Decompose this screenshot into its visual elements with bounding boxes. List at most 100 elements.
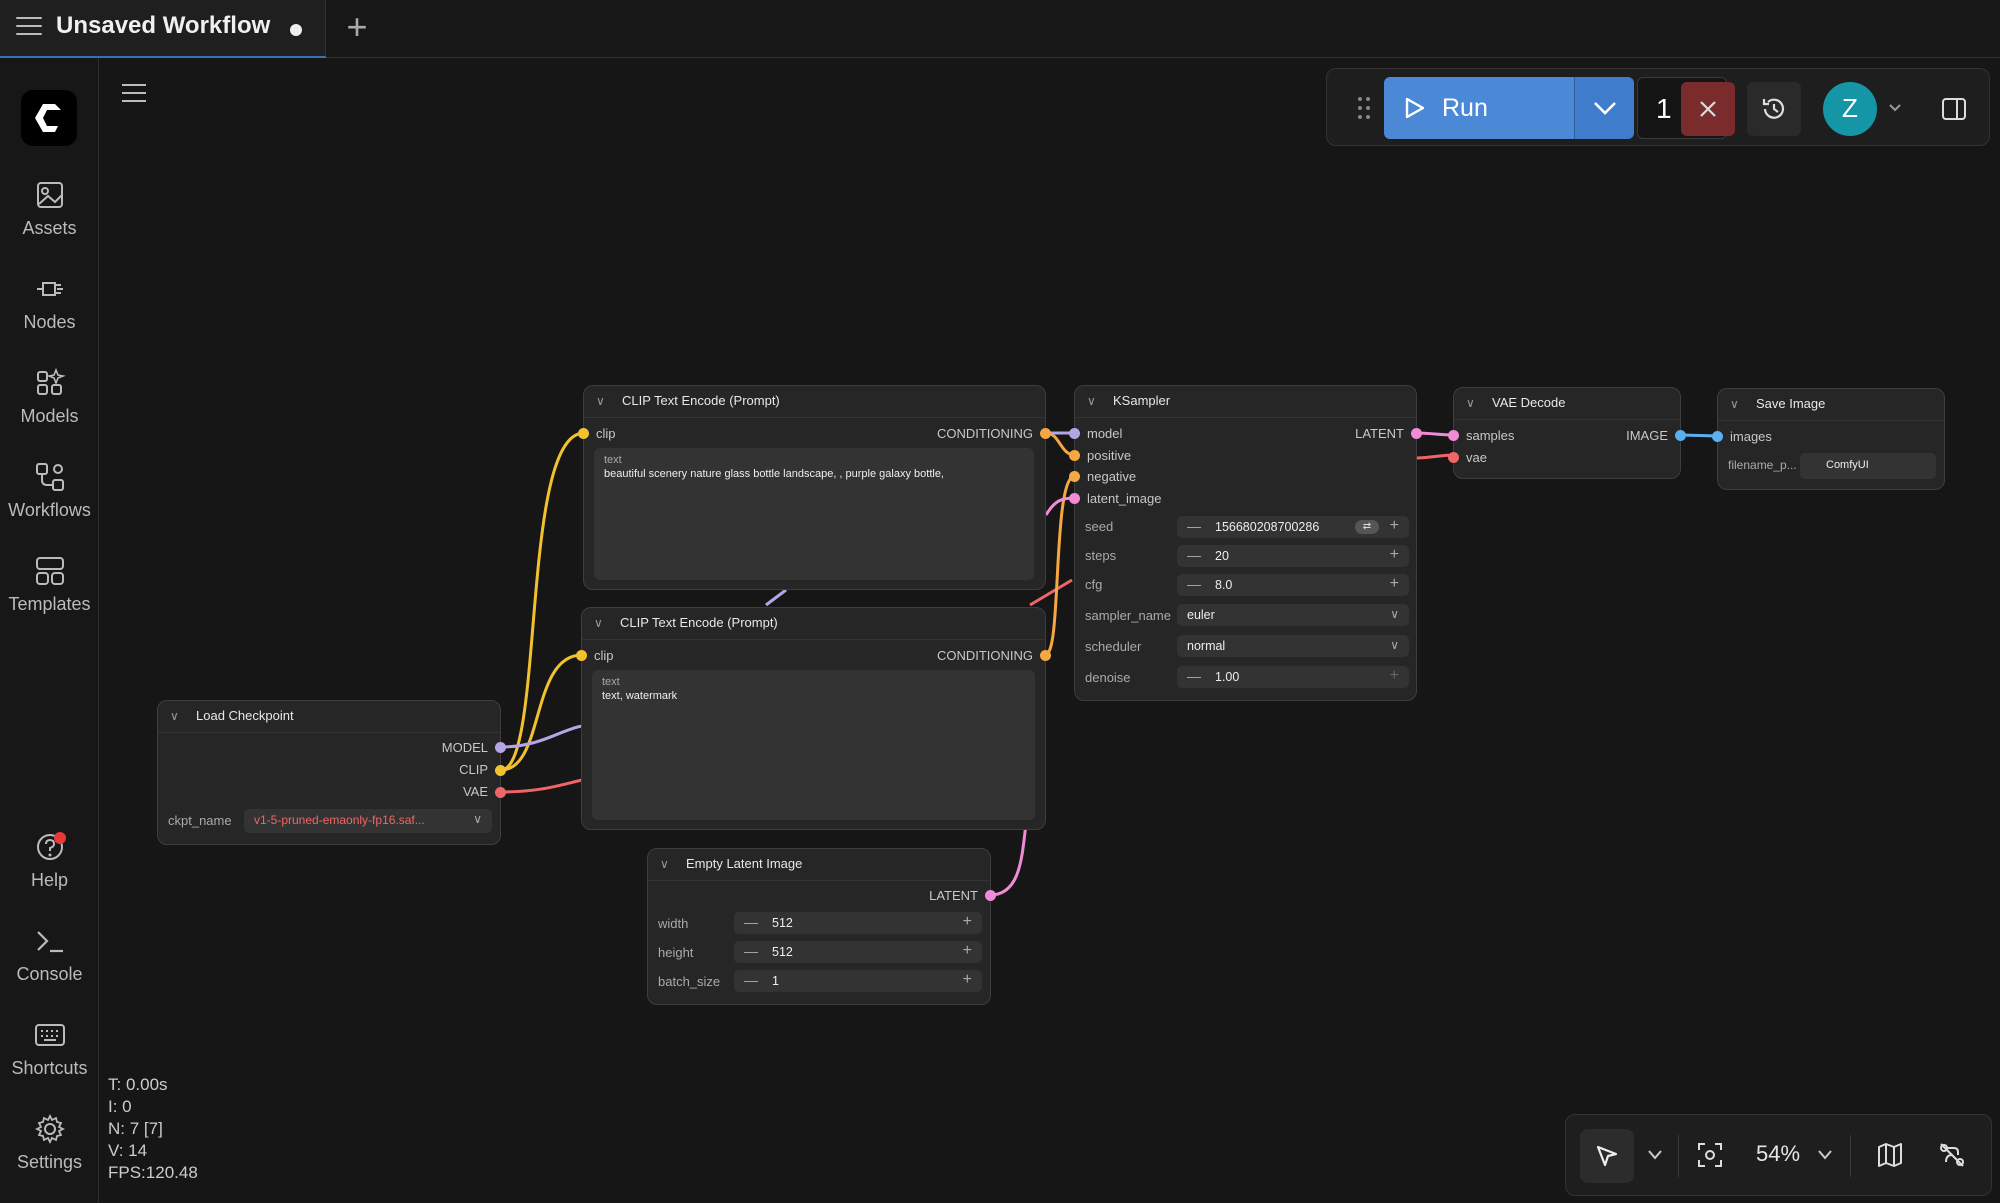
input-slot-clip[interactable] <box>576 650 587 661</box>
increment-icon[interactable]: + <box>962 913 972 930</box>
increment-icon[interactable]: + <box>962 971 972 988</box>
node-header[interactable]: ∨ VAE Decode <box>1454 388 1680 420</box>
node-header[interactable]: ∨ CLIP Text Encode (Prompt) <box>582 608 1045 640</box>
node-header[interactable]: ∨ KSampler <box>1075 386 1416 418</box>
widget-label: seed <box>1085 519 1114 534</box>
decrement-icon[interactable]: — <box>1187 518 1201 534</box>
node-header[interactable]: ∨ Save Image <box>1718 389 1944 421</box>
user-avatar[interactable]: Z <box>1823 82 1877 136</box>
node-save-image[interactable]: ∨ Save Image images filename_p... ComfyU… <box>1712 388 1945 490</box>
prompt-textarea[interactable]: text text, watermark <box>592 670 1035 820</box>
sidebar-item-label: Models <box>20 406 79 426</box>
cfg-input[interactable]: — 8.0 + <box>1177 574 1409 596</box>
output-slot-latent[interactable] <box>1411 428 1422 439</box>
comfy-logo[interactable] <box>21 90 77 146</box>
ckpt-select[interactable]: v1-5-pruned-emaonly-fp16.saf... ∨ <box>244 809 492 833</box>
output-slot-vae[interactable] <box>495 787 506 798</box>
collapse-chevron-icon[interactable]: ∨ <box>660 857 669 871</box>
input-slot-images[interactable] <box>1712 431 1723 442</box>
drag-handle-icon[interactable] <box>1357 95 1371 121</box>
output-label: MODEL <box>441 740 488 755</box>
collapse-chevron-icon[interactable]: ∨ <box>1730 397 1739 411</box>
prompt-textarea[interactable]: text beautiful scenery nature glass bott… <box>594 448 1034 580</box>
sidebar-item-assets[interactable]: Assets <box>0 178 99 258</box>
increment-icon[interactable]: + <box>1389 517 1399 534</box>
output-slot-model[interactable] <box>495 742 506 753</box>
filename-prefix-input[interactable]: ComfyUI <box>1800 453 1936 479</box>
collapse-chevron-icon[interactable]: ∨ <box>170 709 179 723</box>
menu-icon[interactable] <box>16 17 42 37</box>
output-slot-conditioning[interactable] <box>1040 428 1051 439</box>
increment-icon[interactable]: + <box>962 942 972 959</box>
increment-icon[interactable]: + <box>1389 667 1399 684</box>
node-empty-latent-image[interactable]: ∨ Empty Latent Image LATENT width — 512 … <box>647 848 996 1005</box>
node-vae-decode[interactable]: ∨ VAE Decode samples vae IMAGE <box>1448 387 1686 479</box>
decrement-icon[interactable]: — <box>1187 576 1201 592</box>
width-input[interactable]: — 512 + <box>734 912 982 934</box>
collapse-chevron-icon[interactable]: ∨ <box>1087 394 1096 408</box>
node-header[interactable]: ∨ CLIP Text Encode (Prompt) <box>584 386 1045 418</box>
increment-icon[interactable]: + <box>1389 546 1399 563</box>
output-slot-clip[interactable] <box>495 765 506 776</box>
sidebar-item-help[interactable]: Help <box>0 830 99 910</box>
minimap-icon[interactable] <box>1876 1141 1904 1169</box>
run-button[interactable]: Run <box>1384 77 1574 139</box>
denoise-input[interactable]: — 1.00 + <box>1177 666 1409 688</box>
collapse-chevron-icon[interactable]: ∨ <box>594 616 603 630</box>
input-label: positive <box>1087 448 1132 463</box>
sidebar-item-workflows[interactable]: Workflows <box>0 460 99 540</box>
output-slot-latent[interactable] <box>985 890 996 901</box>
sidebar-item-console[interactable]: Console <box>0 924 99 1004</box>
input-slot-clip[interactable] <box>578 428 589 439</box>
workflow-tab[interactable]: Unsaved Workflow <box>0 0 326 58</box>
sampler-select[interactable]: euler ∨ <box>1177 604 1409 626</box>
decrement-icon[interactable]: — <box>744 972 758 988</box>
batch-size-input[interactable]: — 1 + <box>734 970 982 992</box>
graph-canvas[interactable] <box>100 59 2000 1203</box>
zoom-level[interactable]: 54% <box>1756 1141 1801 1166</box>
sidebar-item-templates[interactable]: Templates <box>0 554 99 634</box>
decrement-icon[interactable]: — <box>744 914 758 930</box>
output-slot-image[interactable] <box>1675 430 1686 441</box>
randomize-icon[interactable]: ⇄ <box>1355 520 1379 534</box>
input-slot-model[interactable] <box>1069 428 1080 439</box>
node-header[interactable]: ∨ Empty Latent Image <box>648 849 990 881</box>
toggle-panel-button[interactable] <box>1927 82 1981 136</box>
input-slot-latent-image[interactable] <box>1069 493 1080 504</box>
new-tab-button[interactable]: + <box>346 6 368 47</box>
output-slot-conditioning[interactable] <box>1040 650 1051 661</box>
decrement-icon[interactable]: — <box>744 943 758 959</box>
node-header[interactable]: ∨ Load Checkpoint <box>158 701 500 733</box>
input-slot-positive[interactable] <box>1069 450 1080 461</box>
canvas-menu-icon[interactable] <box>122 84 146 104</box>
steps-input[interactable]: — 20 + <box>1177 545 1409 567</box>
select-tool-button[interactable] <box>1580 1129 1634 1183</box>
height-input[interactable]: — 512 + <box>734 941 982 963</box>
sidebar-item-shortcuts[interactable]: Shortcuts <box>0 1018 99 1098</box>
sidebar-item-models[interactable]: Models <box>0 366 99 446</box>
sidebar-item-settings[interactable]: Settings <box>0 1112 99 1192</box>
node-load-checkpoint[interactable]: ∨ Load Checkpoint MODEL CLIP VAE ckpt_na… <box>157 700 506 845</box>
increment-icon[interactable]: + <box>1389 575 1399 592</box>
node-clip-text-encode-negative[interactable]: ∨ CLIP Text Encode (Prompt) clip CONDITI… <box>576 607 1051 830</box>
cancel-button[interactable] <box>1681 82 1735 136</box>
sidebar-item-nodes[interactable]: Nodes <box>0 272 99 352</box>
node-clip-text-encode-positive[interactable]: ∨ CLIP Text Encode (Prompt) clip CONDITI… <box>578 385 1051 590</box>
history-button[interactable] <box>1747 82 1801 136</box>
input-slot-samples[interactable] <box>1448 430 1459 441</box>
input-slot-vae[interactable] <box>1448 452 1459 463</box>
run-options-button[interactable] <box>1574 77 1634 139</box>
hide-links-icon[interactable] <box>1938 1141 1966 1169</box>
chevron-down-icon[interactable] <box>1887 102 1903 114</box>
decrement-icon[interactable]: — <box>1187 668 1201 684</box>
fit-view-icon[interactable] <box>1696 1141 1724 1169</box>
collapse-chevron-icon[interactable]: ∨ <box>596 394 605 408</box>
node-ksampler[interactable]: ∨ KSampler model positive negative laten… <box>1069 385 1422 701</box>
input-slot-negative[interactable] <box>1069 471 1080 482</box>
chevron-down-icon[interactable] <box>1816 1148 1834 1162</box>
scheduler-select[interactable]: normal ∨ <box>1177 635 1409 657</box>
chevron-down-icon[interactable] <box>1646 1148 1664 1162</box>
collapse-chevron-icon[interactable]: ∨ <box>1466 396 1475 410</box>
seed-input[interactable]: — 156680208700286 ⇄ + <box>1177 516 1409 538</box>
decrement-icon[interactable]: — <box>1187 547 1201 563</box>
